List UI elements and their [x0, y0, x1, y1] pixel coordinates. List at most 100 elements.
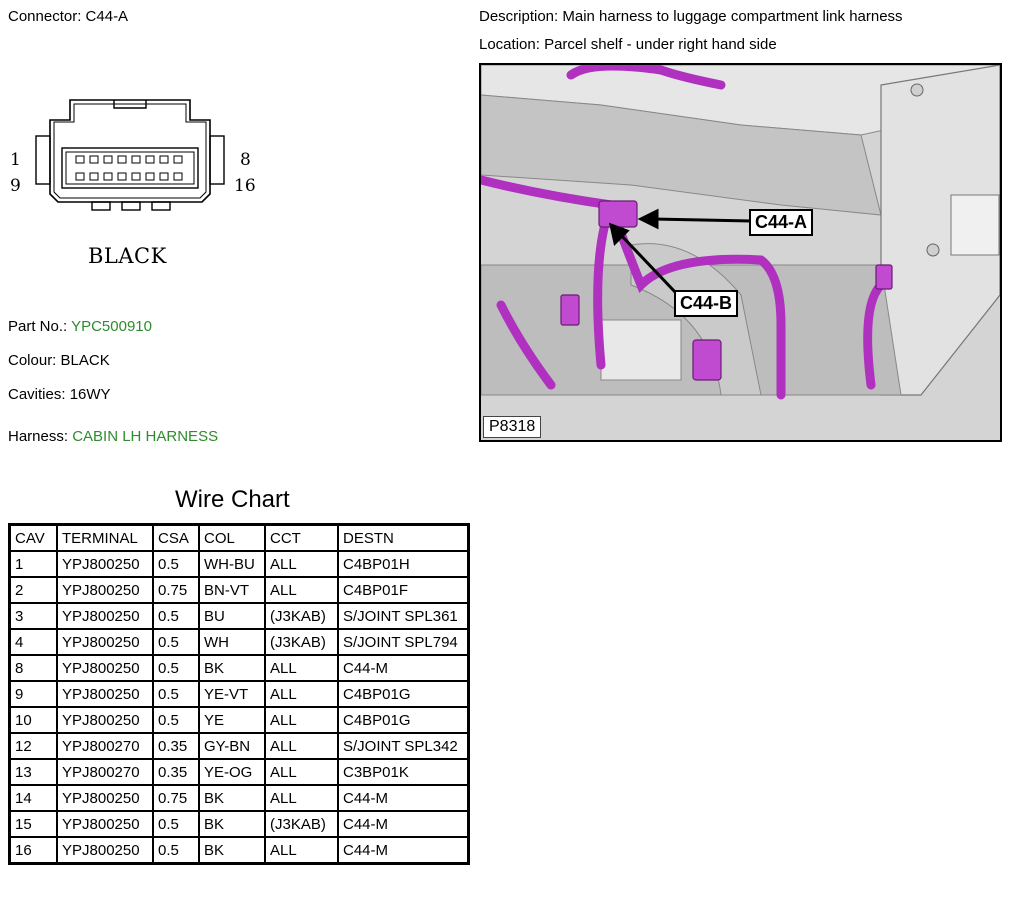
cell-cav: 12 [8, 732, 58, 760]
photo-code: P8318 [483, 416, 542, 438]
cell-terminal: YPJ800250 [56, 550, 154, 578]
cell-cct: ALL [264, 550, 339, 578]
cell-col: YE-OG [198, 758, 266, 786]
cell-col: GY-BN [198, 732, 266, 760]
cell-terminal: YPJ800250 [56, 810, 154, 838]
cell-cav: 15 [8, 810, 58, 838]
harness-line: Harness: CABIN LH HARNESS [8, 428, 218, 445]
pin-number-9: 9 [10, 176, 21, 196]
cell-destn: S/JOINT SPL794 [337, 628, 470, 656]
col-header-cct: CCT [264, 523, 339, 552]
pin-number-16: 16 [234, 176, 256, 196]
connector-heading: Connector: C44-A [8, 8, 128, 25]
cell-destn: C4BP01G [337, 680, 470, 708]
cell-cct: ALL [264, 758, 339, 786]
col-header-cav: CAV [8, 523, 58, 552]
wire-chart-title: Wire Chart [175, 486, 290, 513]
cavities-label: Cavities: [8, 386, 66, 403]
cell-destn: C44-M [337, 836, 470, 865]
colour-value: BLACK [60, 352, 110, 369]
cell-cav: 16 [8, 836, 58, 865]
cell-cav: 1 [8, 550, 58, 578]
connector-value: C44-A [85, 8, 129, 25]
cell-csa: 0.5 [152, 706, 200, 734]
cell-terminal: YPJ800250 [56, 628, 154, 656]
harness-label: Harness: [8, 428, 69, 445]
cell-terminal: YPJ800250 [56, 706, 154, 734]
connector-label: Connector: [8, 8, 82, 25]
cell-terminal: YPJ800270 [56, 758, 154, 786]
cell-csa: 0.75 [152, 784, 200, 812]
cell-cav: 13 [8, 758, 58, 786]
cell-col: WH [198, 628, 266, 656]
callout-c44-b: C44-B [674, 290, 739, 317]
cell-destn: C44-M [337, 654, 470, 682]
cell-terminal: YPJ800250 [56, 836, 154, 865]
cell-col: BU [198, 602, 266, 630]
cell-col: YE [198, 706, 266, 734]
cell-cct: ALL [264, 576, 339, 604]
cell-terminal: YPJ800250 [56, 784, 154, 812]
cell-cav: 4 [8, 628, 58, 656]
cell-terminal: YPJ800250 [56, 576, 154, 604]
cell-cav: 3 [8, 602, 58, 630]
colour-label: Colour: [8, 352, 57, 369]
cell-terminal: YPJ800250 [56, 654, 154, 682]
cell-cct: ALL [264, 706, 339, 734]
col-header-terminal: TERMINAL [56, 523, 154, 552]
cell-csa: 0.5 [152, 836, 200, 865]
cell-cct: ALL [264, 784, 339, 812]
cell-col: BK [198, 784, 266, 812]
cell-csa: 0.5 [152, 810, 200, 838]
cell-csa: 0.5 [152, 602, 200, 630]
location-label: Location: [479, 36, 540, 53]
location-illustration [481, 65, 1000, 440]
cell-destn: C4BP01H [337, 550, 470, 578]
cell-terminal: YPJ800270 [56, 732, 154, 760]
cell-col: BK [198, 836, 266, 865]
cell-csa: 0.5 [152, 654, 200, 682]
harness-link[interactable]: CABIN LH HARNESS [72, 428, 219, 445]
cell-csa: 0.5 [152, 550, 200, 578]
cell-cav: 14 [8, 784, 58, 812]
location-photo: C44-A C44-B P8318 [479, 63, 1002, 442]
cell-col: BK [198, 654, 266, 682]
cell-cct: (J3KAB) [264, 628, 339, 656]
description-value: Main harness to luggage compartment link… [562, 8, 903, 25]
part-no-label: Part No.: [8, 318, 68, 335]
cell-terminal: YPJ800250 [56, 602, 154, 630]
cell-csa: 0.75 [152, 576, 200, 604]
col-header-col: COL [198, 523, 266, 552]
pin-number-8: 8 [240, 150, 251, 170]
cell-cav: 2 [8, 576, 58, 604]
col-header-destn: DESTN [337, 523, 470, 552]
cell-cct: ALL [264, 680, 339, 708]
cell-col: BK [198, 810, 266, 838]
cell-col: BN-VT [198, 576, 266, 604]
cell-destn: S/JOINT SPL361 [337, 602, 470, 630]
cavities-value: 16WY [69, 386, 111, 403]
cell-cct: (J3KAB) [264, 810, 339, 838]
cell-destn: C44-M [337, 784, 470, 812]
part-no-link[interactable]: YPC500910 [71, 318, 152, 335]
cell-col: WH-BU [198, 550, 266, 578]
col-header-csa: CSA [152, 523, 200, 552]
cell-destn: C44-M [337, 810, 470, 838]
cell-destn: C4BP01F [337, 576, 470, 604]
cell-destn: C4BP01G [337, 706, 470, 734]
connector-face-diagram [35, 99, 225, 211]
description-line: Description: Main harness to luggage com… [479, 8, 903, 25]
cell-csa: 0.5 [152, 680, 200, 708]
